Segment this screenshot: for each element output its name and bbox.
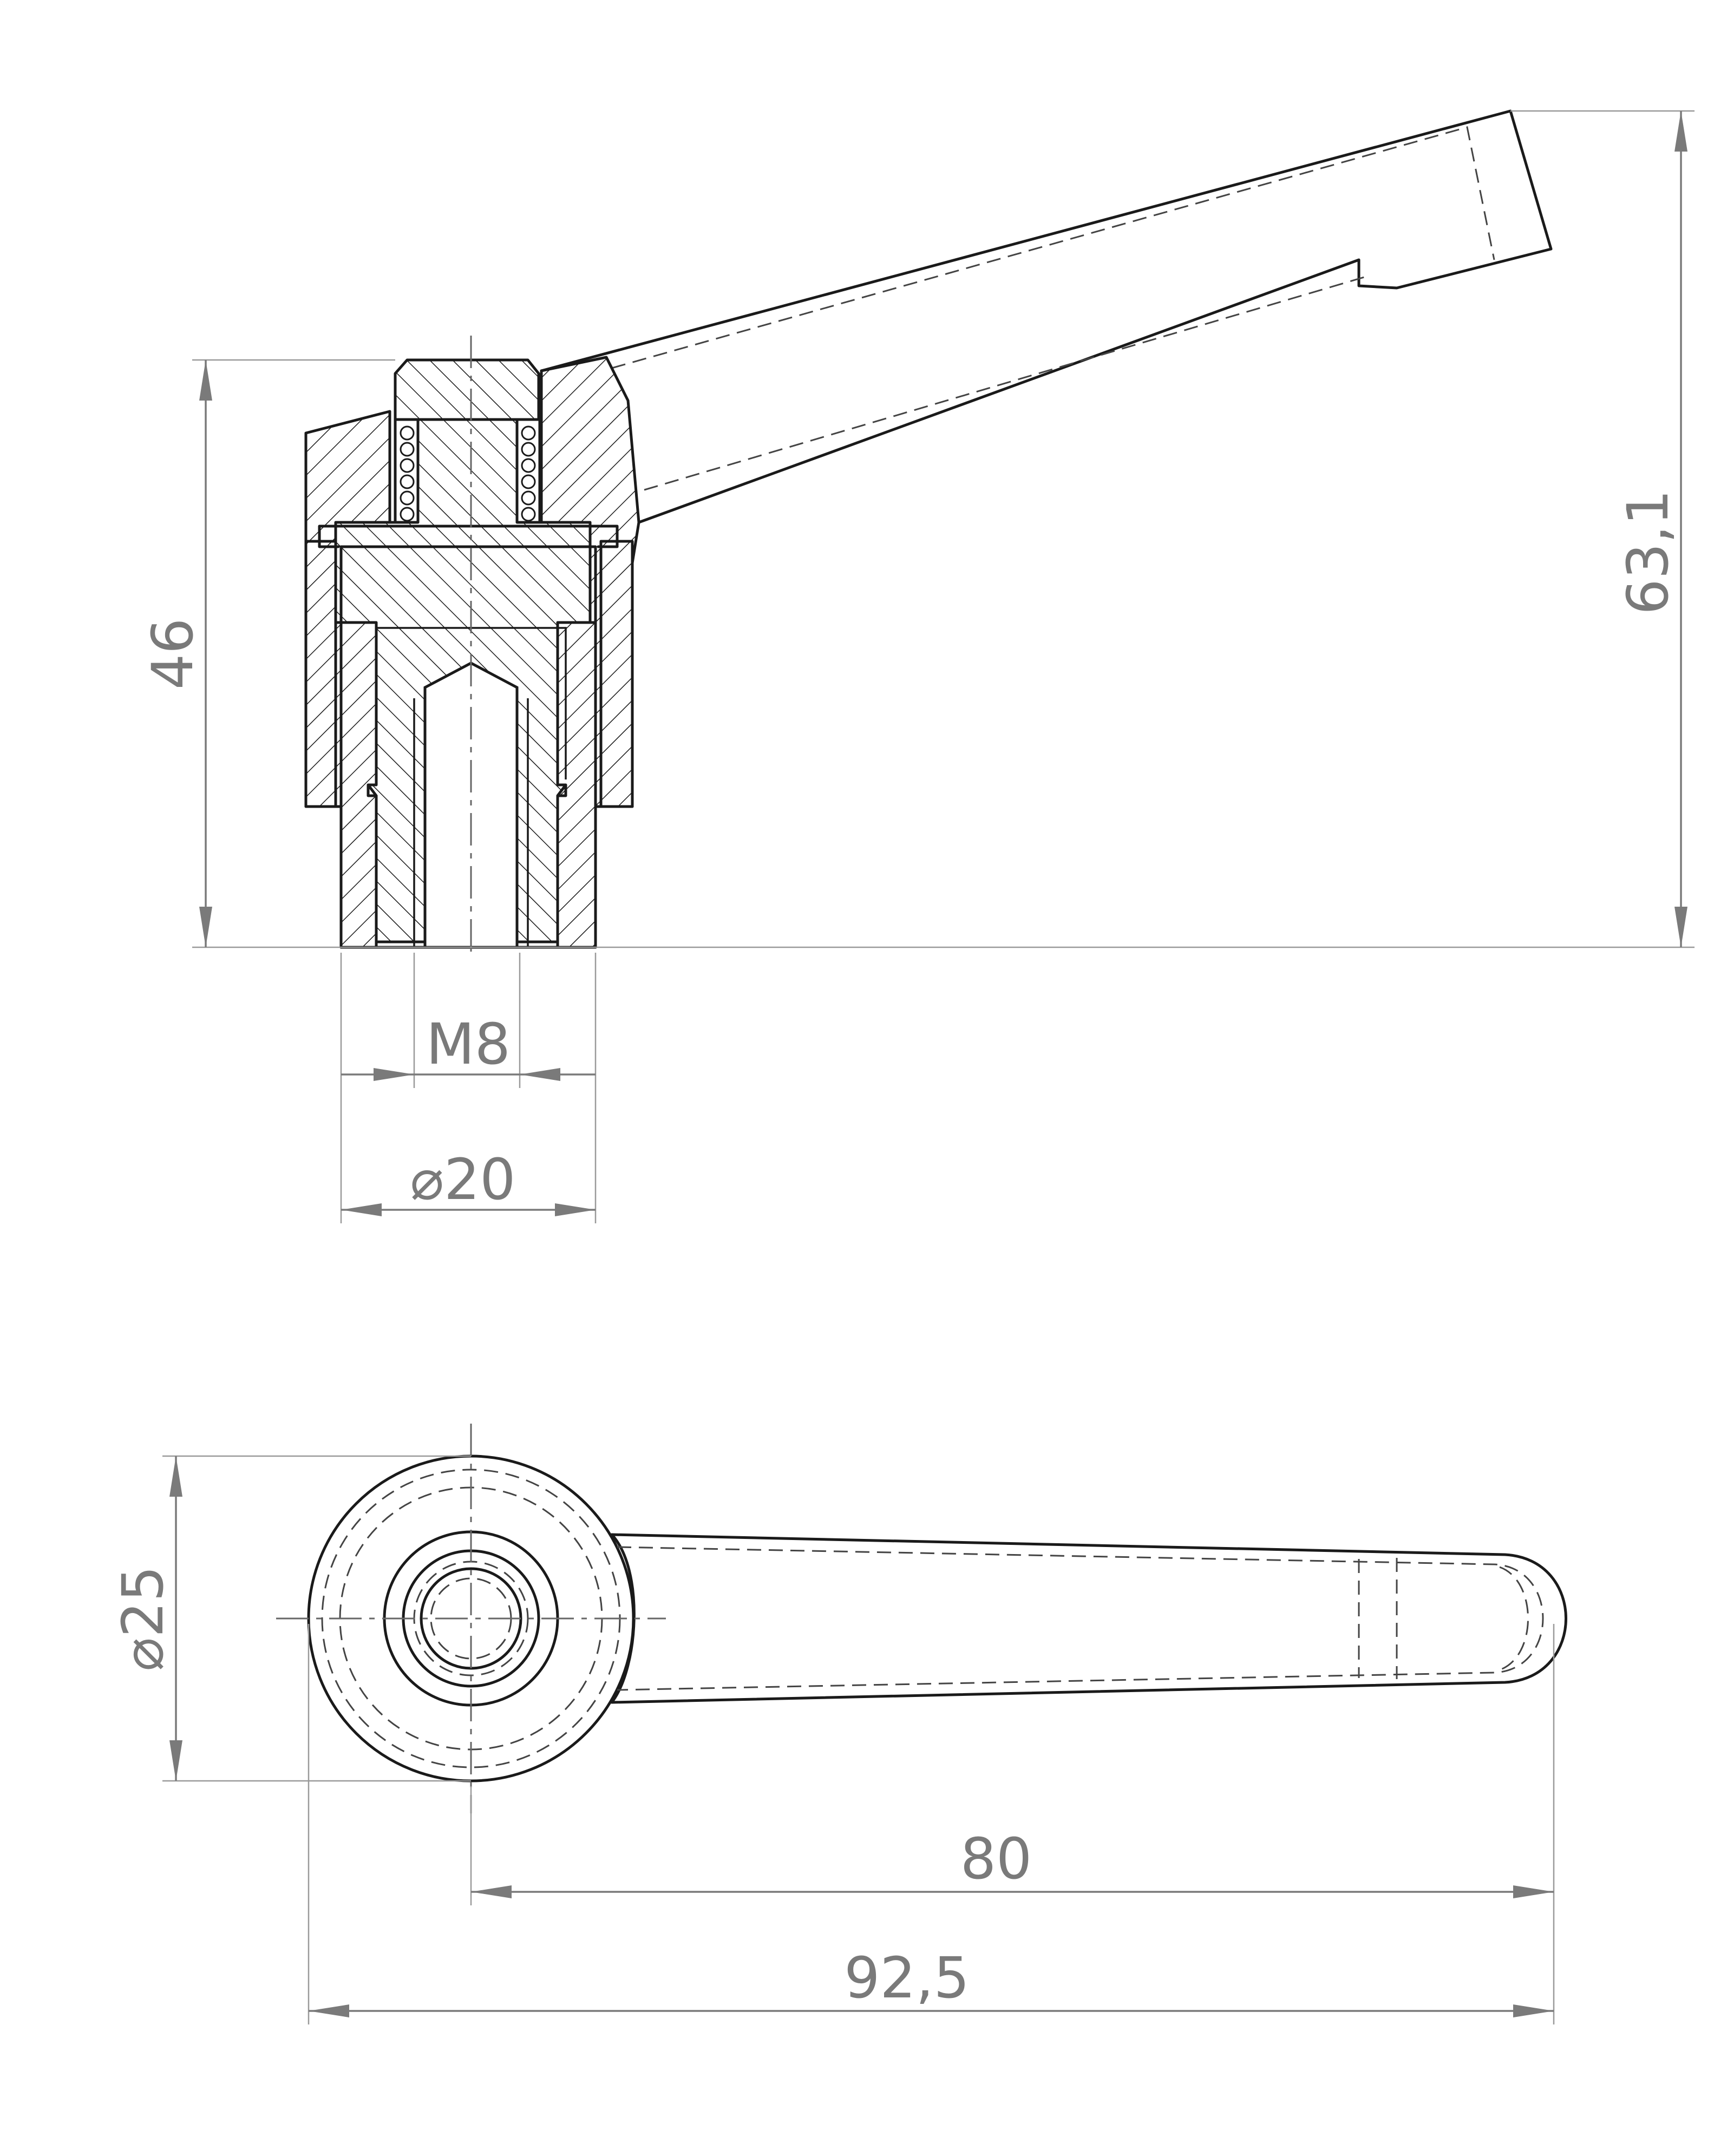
top-view: [276, 1424, 1567, 1813]
inner-cavity: [375, 627, 567, 779]
outer-sleeve-right: [599, 540, 634, 808]
hub-hidden-circle: [321, 1469, 621, 1768]
lever-arm: [540, 109, 1553, 543]
dim-length-total: 92,5: [844, 1945, 970, 2011]
spring-coils: [400, 425, 536, 522]
lever-hidden-line: [644, 276, 1365, 491]
lever-tip-inner: [1499, 1566, 1529, 1671]
top-view-dimensions: ⌀25 80 92,5: [110, 1455, 1555, 2024]
side-view-dimensions: 46 63,1 M8 ⌀20: [140, 110, 1695, 1223]
bushing-wall-left: [339, 621, 378, 949]
lever-grip-edge: [1358, 1558, 1398, 1679]
thread-major-line: [413, 698, 529, 947]
lever-arm-top: [610, 1533, 1567, 1704]
dim-diameter-bushing: ⌀20: [410, 1146, 516, 1213]
side-view-section: [304, 109, 1553, 953]
dim-height-body: 46: [140, 618, 206, 690]
bushing-wall-right: [556, 621, 597, 949]
dim-height-total: 63,1: [1615, 489, 1681, 615]
dim-thread: M8: [426, 1011, 511, 1077]
outer-sleeve-left: [304, 540, 337, 808]
dim-diameter-hub: ⌀25: [110, 1566, 176, 1672]
spring-cap: [394, 358, 540, 421]
hub-shoulder: [318, 525, 619, 548]
lever-hidden-line: [611, 126, 1495, 369]
dim-length-center: 80: [960, 1826, 1032, 1892]
lever-arm-top-hidden: [617, 1546, 1544, 1691]
